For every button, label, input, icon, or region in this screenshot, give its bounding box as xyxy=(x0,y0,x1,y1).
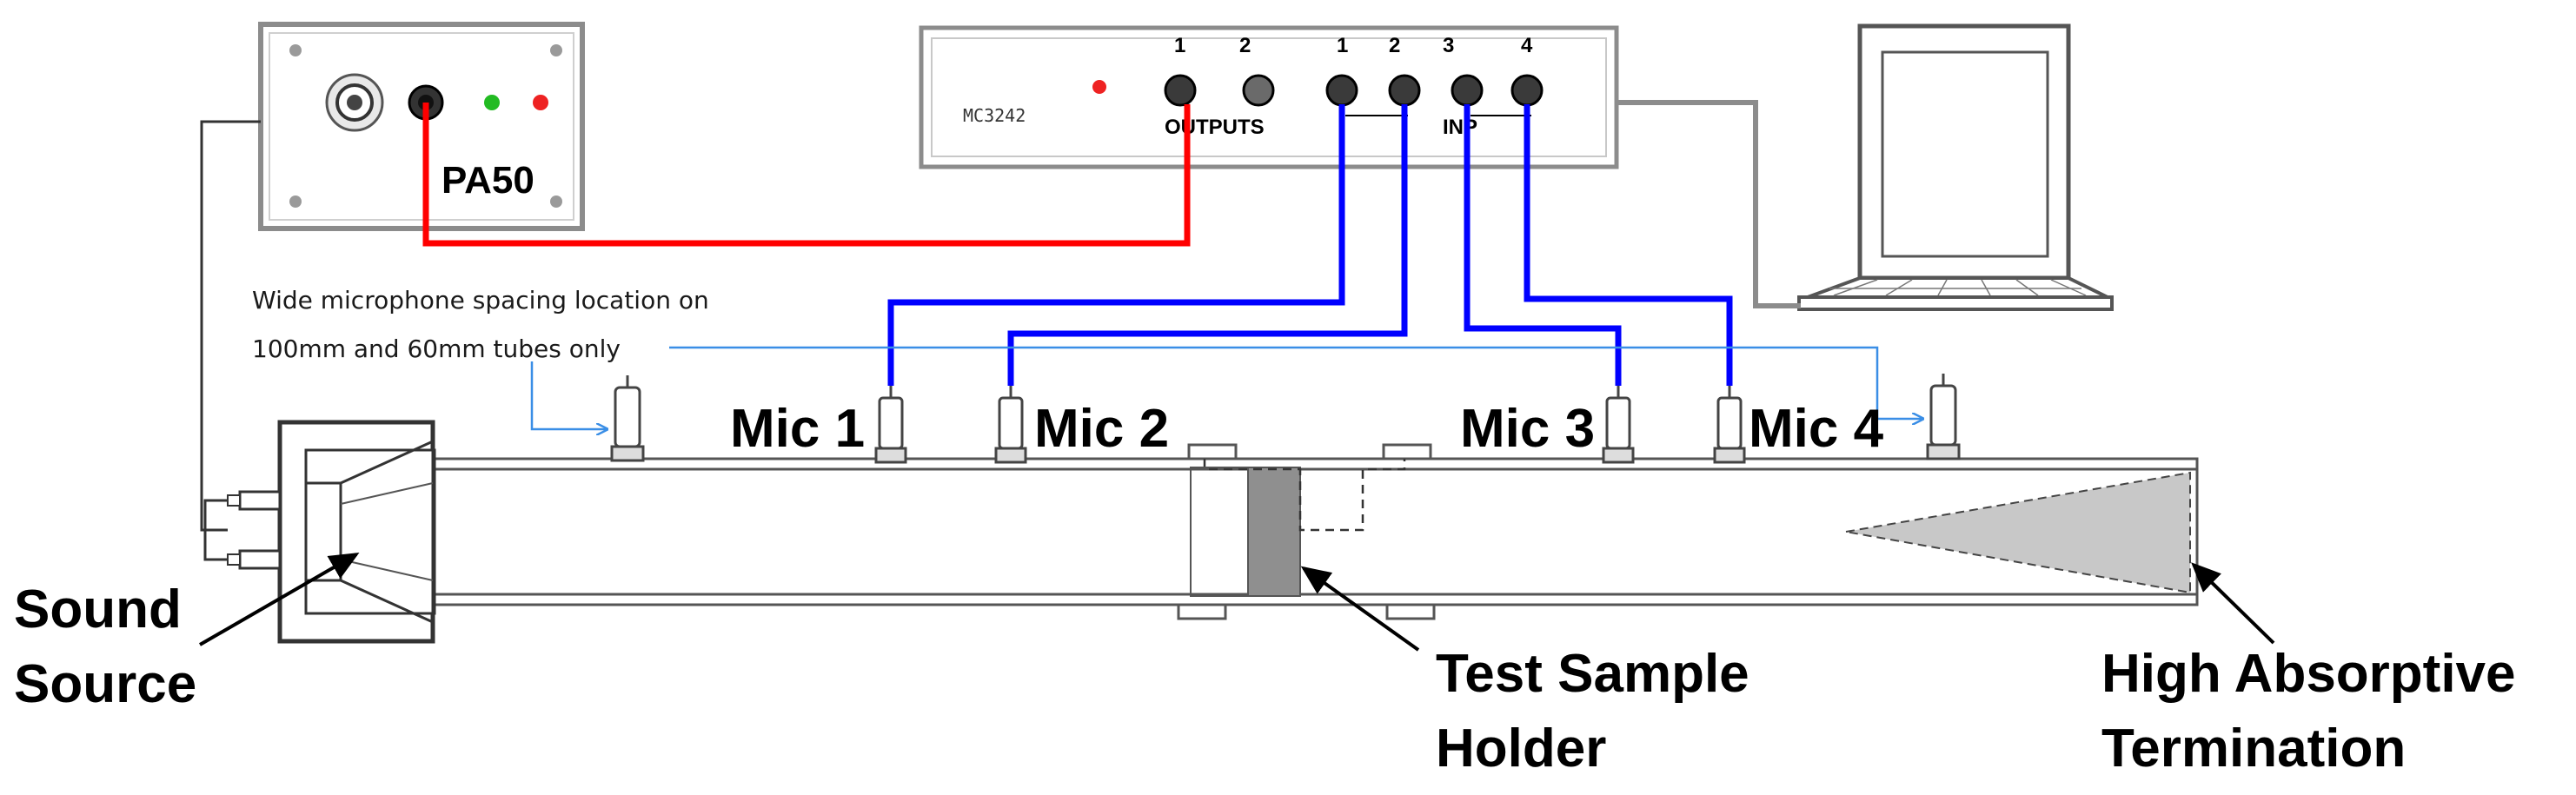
screw-icon xyxy=(550,195,562,208)
input-cable-4 xyxy=(1524,104,1733,386)
input-cable-1 xyxy=(887,104,1345,386)
mic-2-label: Mic 2 xyxy=(1034,399,1169,459)
termination-label-line-1: High Absorptive xyxy=(2101,644,2516,704)
input-number-2: 2 xyxy=(1389,34,1400,57)
sound-source-label-line-2: Source xyxy=(14,654,196,714)
analyzer-model: MC3242 xyxy=(963,105,1026,126)
laptop-icon xyxy=(1797,23,2114,311)
microphone-2 xyxy=(994,386,1027,464)
test-sample xyxy=(1247,467,1301,597)
sample-holder xyxy=(1177,443,1436,620)
spacing-note-line-1: Wide microphone spacing location on xyxy=(252,286,709,315)
absorptive-wedge xyxy=(1845,471,2191,594)
mic-4-label: Mic 4 xyxy=(1749,399,1884,459)
input-number-1: 1 xyxy=(1337,34,1348,57)
sound-source-housing xyxy=(203,420,436,644)
green-led-icon xyxy=(484,95,500,110)
connector-icon xyxy=(238,490,282,511)
power-led-icon xyxy=(1092,80,1106,94)
screw-icon xyxy=(289,195,302,208)
spacing-note-line-2: 100mm and 60mm tubes only xyxy=(252,335,621,363)
output-number-2: 2 xyxy=(1239,34,1251,57)
output-jack-1-icon xyxy=(1164,74,1197,107)
sound-source-pointer xyxy=(198,552,360,646)
input-number-4: 4 xyxy=(1521,34,1533,57)
output-jack-2-icon xyxy=(1242,74,1275,107)
speaker-cable xyxy=(200,120,261,532)
usb-cable xyxy=(1617,100,1801,308)
microphone-3 xyxy=(1602,386,1635,464)
input-cable-3 xyxy=(1464,104,1622,386)
microphone-1 xyxy=(874,386,907,464)
input-cable-2 xyxy=(1007,104,1408,386)
note-arrow-right xyxy=(669,346,1922,419)
output-number-1: 1 xyxy=(1174,34,1185,57)
inputs-label: INP xyxy=(1443,116,1477,139)
analyzer-box: MC3242 1 2 1 2 3 4 OUTPUTS INP xyxy=(919,25,1619,169)
output-cable xyxy=(422,103,1191,247)
input-connector-icon xyxy=(325,73,384,132)
connector-icon xyxy=(238,549,282,570)
termination-pointer xyxy=(2191,562,2275,645)
test-sample-pointer xyxy=(1300,566,1420,652)
impedance-tube xyxy=(431,457,2199,606)
mic-1-label: Mic 1 xyxy=(730,399,865,459)
sound-source-label-line-1: Sound xyxy=(14,580,182,639)
input-jack-2-icon xyxy=(1388,74,1421,107)
microphone-wide-right xyxy=(1926,374,1961,460)
outputs-label: OUTPUTS xyxy=(1165,116,1265,139)
screw-icon xyxy=(289,44,302,56)
input-jack-3-icon xyxy=(1451,74,1484,107)
microphone-4 xyxy=(1713,386,1746,464)
termination-label-line-2: Termination xyxy=(2101,719,2406,778)
input-jack-1-icon xyxy=(1325,74,1358,107)
amplifier-pa50: PA50 xyxy=(258,22,585,231)
microphone-wide-left xyxy=(610,375,645,462)
amplifier-label: PA50 xyxy=(442,159,534,202)
note-arrow-left xyxy=(530,361,607,429)
input-jack-4-icon xyxy=(1510,74,1544,107)
mic-3-label: Mic 3 xyxy=(1460,399,1595,459)
input-number-3: 3 xyxy=(1443,34,1454,57)
red-led-icon xyxy=(533,95,548,110)
screw-icon xyxy=(550,44,562,56)
test-sample-label-line-2: Holder xyxy=(1436,719,1606,778)
test-sample-label-line-1: Test Sample xyxy=(1436,644,1749,704)
